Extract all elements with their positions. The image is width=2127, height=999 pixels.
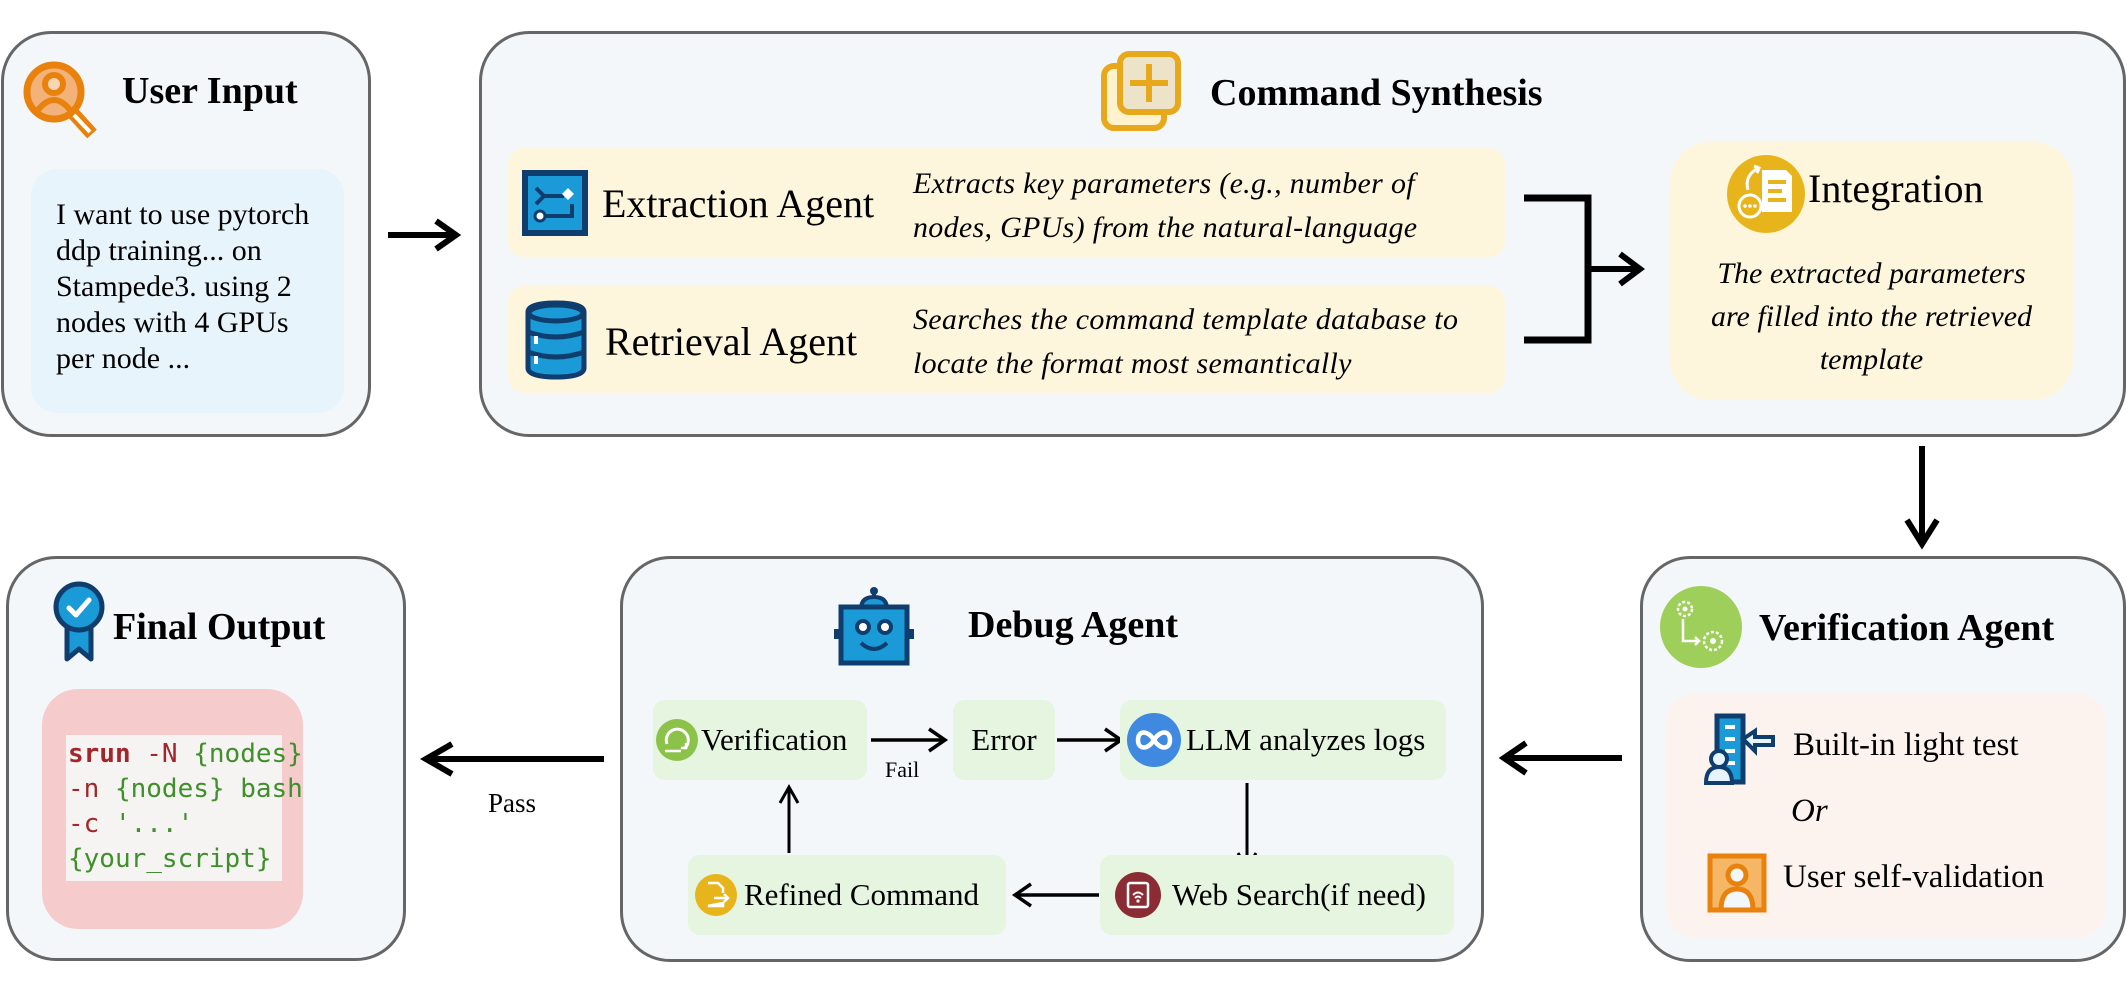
code-token: {nodes} bash	[114, 774, 303, 804]
code-token: -c	[68, 809, 115, 839]
arrow-verification-to-error	[871, 727, 949, 753]
code-token: -N	[130, 739, 194, 769]
user-input-line: I want to use pytorch	[56, 198, 310, 231]
user-input-text-box: I want to use pytorch ddp training... on…	[31, 169, 344, 413]
user-input-line: Stampede3. using 2	[56, 270, 292, 303]
arrow-refined-to-verification	[778, 783, 800, 853]
integration-desc-line: The extracted parameters	[1717, 257, 2026, 290]
integration-description: The extracted parameters are filled into…	[1670, 252, 2073, 381]
command-synthesis-title: Command Synthesis	[1210, 72, 1543, 114]
user-profile-icon	[1707, 853, 1767, 913]
or-label: Or	[1791, 793, 1828, 829]
code-line: -n {nodes} bash	[68, 772, 303, 807]
retrieval-desc-line: Searches the command template database t…	[913, 303, 1459, 336]
integration-box: Integration The extracted parameters are…	[1670, 142, 2073, 400]
code-token: -n	[68, 774, 115, 804]
code-line: {your_script}	[68, 842, 282, 877]
user-search-icon	[23, 61, 97, 139]
debug-verification-label: Verification	[701, 722, 848, 757]
user-self-validation-option: User self-validation	[1783, 859, 2045, 895]
arrow-synthesis-to-verification	[1904, 446, 1940, 550]
web-search-icon	[1115, 872, 1161, 918]
retrieval-agent-row: Retrieval Agent Searches the command tem…	[508, 286, 1505, 393]
final-command-code: srun -N {nodes}-n {nodes} bash-c '...'{y…	[66, 735, 303, 881]
arrow-websearch-to-refined	[1011, 882, 1099, 908]
debug-agent-title: Debug Agent	[968, 604, 1179, 646]
extraction-agent-row: Extraction Agent Extracts key parameters…	[508, 148, 1505, 257]
command-synthesis-panel: Command Synthesis Extraction Agent Extra…	[479, 31, 2126, 437]
debug-node-refined-command: Refined Command	[688, 855, 1006, 935]
debug-refined-label: Refined Command	[744, 877, 980, 912]
debug-node-web-search: Web Search(if need)	[1100, 855, 1454, 935]
extraction-desc-line: Extracts key parameters (e.g., number of	[913, 167, 1415, 200]
code-line: -c '...'	[68, 807, 282, 842]
arrow-error-to-llm	[1057, 727, 1125, 753]
extraction-desc-line: nodes, GPUs) from the natural-language	[913, 211, 1418, 244]
debug-web-search-label: Web Search(if need)	[1172, 877, 1426, 912]
file-export-icon	[695, 874, 737, 916]
add-layers-icon	[1101, 51, 1181, 131]
refresh-icon	[656, 719, 698, 761]
pass-label: Pass	[488, 788, 537, 818]
retrieval-agent-label: Retrieval Agent	[605, 319, 858, 364]
code-token: {your_script}	[68, 844, 272, 874]
fail-label: Fail	[885, 757, 920, 782]
arrow-input-to-synthesis	[388, 218, 462, 252]
final-output-box: srun -N {nodes}-n {nodes} bash-c '...'{y…	[42, 689, 303, 929]
debug-agent-panel: Debug Agent Verification Fail Error LLM …	[620, 556, 1484, 962]
user-input-title: User Input	[122, 70, 298, 112]
code-token: srun	[68, 739, 131, 769]
debug-node-error: Error	[953, 700, 1055, 780]
user-input-line: per node ...	[56, 342, 191, 375]
code-token: {nodes}	[193, 739, 303, 769]
integration-label: Integration	[1808, 166, 1984, 211]
retrieval-agent-description: Searches the command template database t…	[913, 298, 1458, 386]
verification-agent-title: Verification Agent	[1759, 607, 2055, 649]
verification-options-box: Built-in light test Or User self-validat…	[1666, 693, 2106, 938]
debug-llm-label: LLM analyzes logs	[1186, 722, 1426, 757]
arrow-debug-to-final	[420, 741, 604, 777]
database-icon	[525, 300, 587, 380]
code-line: srun -N {nodes}	[68, 737, 303, 772]
final-output-panel: Final Output srun -N {nodes}-n {nodes} b…	[6, 556, 406, 961]
gear-workflow-icon	[1660, 586, 1742, 668]
merge-bracket-arrow	[1524, 194, 1645, 344]
final-output-title: Final Output	[113, 606, 326, 648]
extraction-agent-label: Extraction Agent	[602, 181, 875, 226]
user-input-line: nodes with 4 GPUs	[56, 306, 289, 339]
flow-circuit-icon	[522, 170, 588, 236]
verification-agent-panel: Verification Agent Built-in light test O…	[1640, 556, 2126, 962]
code-token: '...'	[114, 809, 194, 839]
debug-node-llm: LLM analyzes logs	[1120, 700, 1446, 780]
arrow-verification-to-debug	[1498, 740, 1622, 776]
document-chat-icon	[1727, 155, 1805, 233]
debug-error-label: Error	[971, 722, 1037, 757]
retrieval-desc-line: locate the format most semantically	[913, 347, 1352, 380]
award-check-icon	[53, 581, 105, 662]
user-input-panel: User Input I want to use pytorch ddp tra…	[1, 31, 371, 437]
integration-desc-line: template	[1819, 343, 1924, 376]
infinity-icon	[1127, 713, 1181, 767]
built-in-test-option: Built-in light test	[1793, 727, 2019, 763]
server-user-test-icon	[1703, 713, 1775, 785]
debug-node-verification-bg: Verification	[653, 700, 867, 780]
robot-icon	[834, 587, 914, 666]
extraction-agent-description: Extracts key parameters (e.g., number of…	[913, 162, 1417, 250]
integration-desc-line: are filled into the retrieved	[1710, 300, 2033, 333]
user-input-line: ddp training... on	[56, 234, 262, 267]
